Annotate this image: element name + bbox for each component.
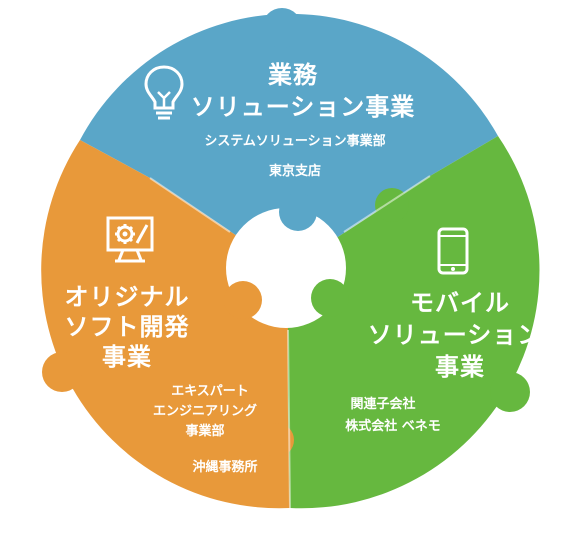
segment-solution [80, 13, 498, 271]
original-detail-line-2: エンジニアリング [152, 404, 257, 419]
segment-original [41, 140, 290, 509]
original-title-line-1: オリジナル [64, 283, 190, 311]
knob-orange-green [260, 423, 294, 457]
solution-title-line-2: ソリューション事業 [190, 93, 416, 121]
segment-mobile [288, 136, 540, 509]
monitor-gear-icon [106, 216, 154, 263]
mobile-title-line-2: ソリューション [367, 321, 543, 349]
hub-knob-blue [279, 193, 317, 231]
knob-left [42, 352, 82, 392]
solution-detail-branch: 東京支店 [268, 164, 321, 179]
original-detail-office: 沖縄事務所 [192, 460, 258, 475]
knob-green-blue [375, 188, 409, 222]
original-title-line-2: ソフト開発 [64, 313, 190, 341]
separator-lines [149, 175, 431, 509]
original-detail-line-1: エキスパート [171, 384, 249, 399]
mobile-detail-company: 株式会社 ベネモ [345, 419, 441, 434]
knob-top [262, 8, 302, 48]
hub-knob-green [311, 279, 349, 317]
lightbulb-icon [144, 65, 184, 120]
solution-detail-division: システムソリューション事業部 [204, 134, 386, 149]
solution-title-line-1: 業務 [268, 61, 318, 89]
mobile-detail-affiliate: 関連子会社 [350, 397, 416, 412]
tablet-icon [437, 227, 469, 275]
mobile-title-line-3: 事業 [435, 353, 485, 381]
hub-knob-orange [224, 281, 262, 319]
original-title-line-3: 事業 [102, 343, 152, 371]
knob-blue-orange [143, 141, 177, 175]
knob-right [490, 372, 530, 412]
original-detail-line-3: 事業部 [185, 424, 225, 439]
mobile-title-line-1: モバイル [410, 289, 510, 317]
